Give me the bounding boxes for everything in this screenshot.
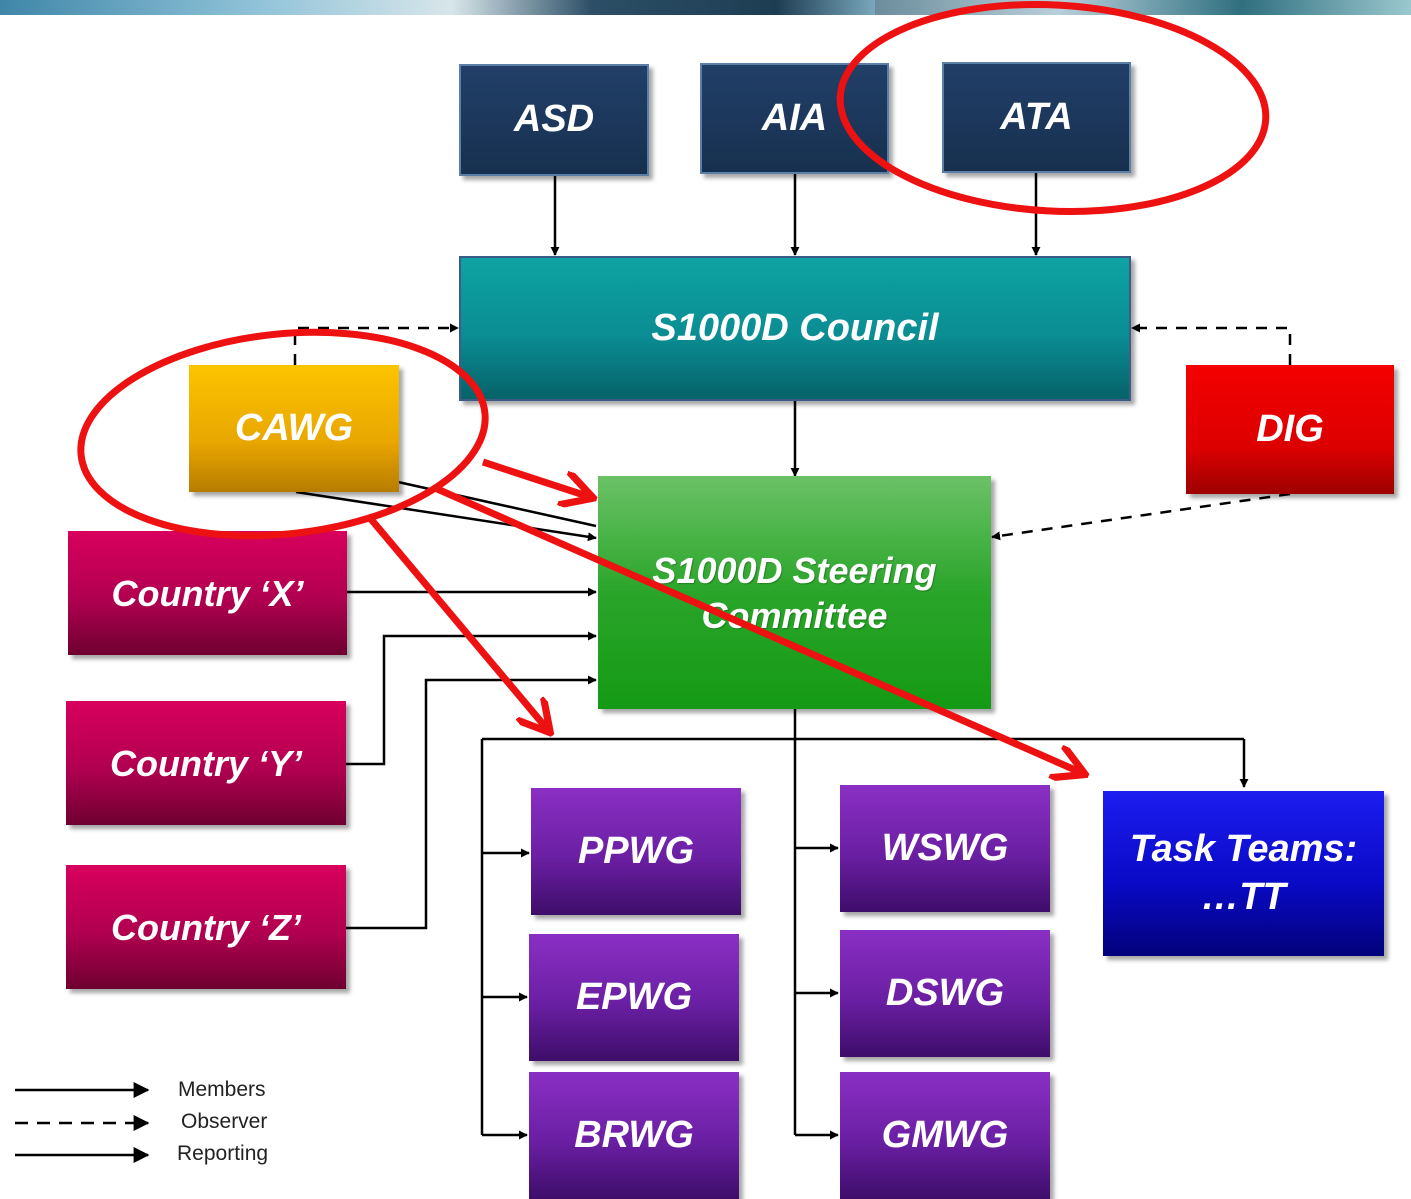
task-teams-box[interactable]: Task Teams: …TT [1103, 791, 1384, 956]
country-label-z: Country ‘Z’ [111, 906, 301, 948]
working-group-label-epwg: EPWG [575, 975, 693, 1018]
task-teams-label: Task Teams: [1129, 828, 1358, 870]
association-box-asd[interactable]: ASD [459, 64, 649, 176]
working-group-brwg[interactable]: BRWG [529, 1072, 739, 1199]
legend-observer-label: Observer [181, 1110, 268, 1133]
council-label: S1000D Council [651, 306, 939, 349]
cawg-box[interactable]: CAWG [189, 365, 399, 492]
working-group-label-ppwg: PPWG [577, 829, 695, 872]
working-group-label-gmwg: GMWG [881, 1113, 1009, 1156]
working-group-dswg[interactable]: DSWG [840, 930, 1050, 1057]
association-box-aia[interactable]: AIA [700, 63, 889, 174]
association-label-asd: ASD [513, 98, 595, 141]
cawg-label: CAWG [234, 406, 354, 449]
working-group-gmwg[interactable]: GMWG [840, 1072, 1050, 1199]
legend-members-label: Members [178, 1078, 266, 1101]
country-box-z[interactable]: Country ‘Z’ [66, 865, 346, 989]
council-box[interactable]: S1000D Council [459, 256, 1131, 401]
steering-committee-box[interactable]: S1000D Steering Committee [598, 476, 991, 709]
association-label-ata: ATA [1000, 95, 1073, 138]
working-group-label-dswg: DSWG [885, 971, 1005, 1014]
line-cawg-steering-2 [397, 480, 597, 528]
association-box-ata[interactable]: ATA [942, 62, 1131, 173]
steering-committee-label: S1000D Steering Committee [652, 549, 937, 636]
line-dig-steering [991, 492, 1291, 541]
working-group-ppwg[interactable]: PPWG [531, 788, 741, 915]
country-box-y[interactable]: Country ‘Y’ [66, 701, 346, 825]
line-country-y [346, 631, 597, 766]
dig-label: DIG [1256, 407, 1324, 450]
legend-reporting-label: Reporting [177, 1142, 269, 1165]
line-cawg-observer [293, 323, 459, 365]
country-label-x: Country ‘X’ [111, 572, 304, 614]
working-group-label-brwg: BRWG [574, 1113, 694, 1156]
country-label-y: Country ‘Y’ [109, 742, 302, 784]
association-label-aia: AIA [761, 96, 828, 139]
working-group-label-wswg: WSWG [881, 826, 1009, 869]
task-teams-sublabel: …TT [1201, 875, 1286, 918]
working-group-epwg[interactable]: EPWG [529, 934, 739, 1061]
country-box-x[interactable]: Country ‘X’ [68, 531, 347, 655]
line-dig-observer [1131, 323, 1292, 365]
dig-box[interactable]: DIG [1186, 365, 1394, 494]
working-group-wswg[interactable]: WSWG [840, 785, 1050, 912]
